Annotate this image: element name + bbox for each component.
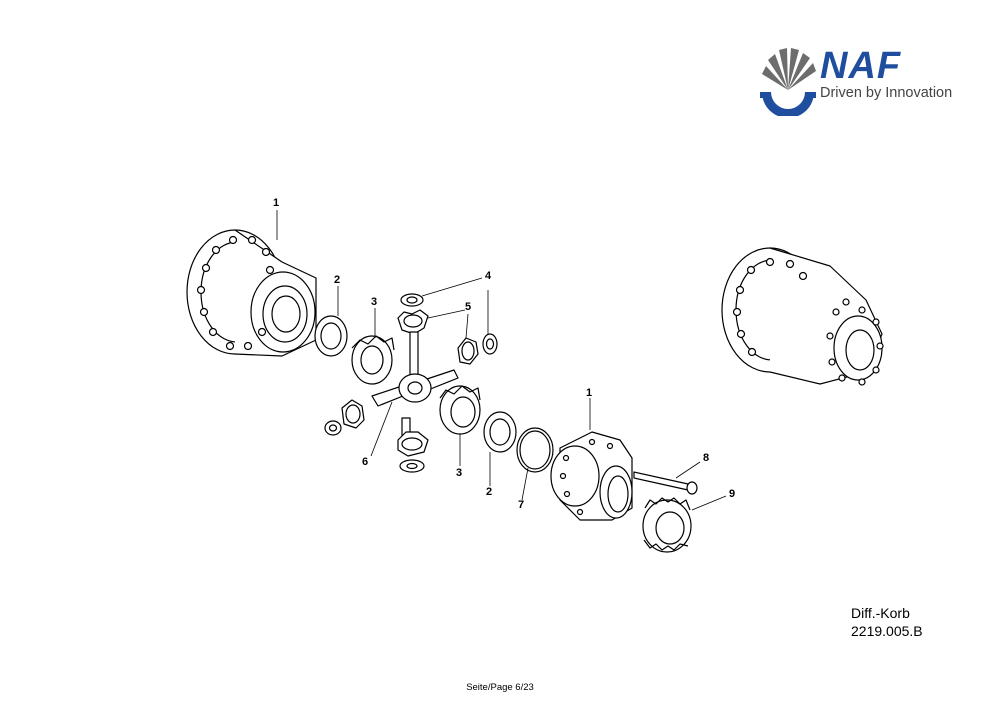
callout-labels: 1 2 3 4 5 6 3 2 7 1 8 9 — [273, 197, 735, 511]
gear-fan-icon — [760, 48, 816, 116]
callout-2-left: 2 — [334, 274, 340, 286]
callout-6: 6 — [362, 456, 368, 468]
caption-title: Diff.-Korb — [851, 605, 910, 621]
thrust-washer-right — [483, 411, 517, 453]
naf-logo: NAF Driven by Innovation — [758, 44, 978, 116]
side-gear-left — [351, 335, 395, 385]
assembled-differential — [721, 247, 884, 386]
callout-3-right: 3 — [456, 467, 462, 479]
housing-half-left — [186, 229, 317, 357]
washer-top — [400, 293, 424, 307]
brand-tagline: Driven by Innovation — [820, 85, 953, 101]
cross-shaft — [371, 331, 459, 445]
housing-half-right — [550, 431, 633, 521]
snap-ring — [516, 427, 554, 473]
callout-3-left: 3 — [371, 296, 377, 308]
side-gear-right — [439, 385, 481, 435]
callout-1-left: 1 — [273, 197, 279, 209]
callout-4: 4 — [485, 270, 492, 282]
washer-right — [482, 333, 498, 355]
callout-8: 8 — [703, 452, 709, 464]
callout-5: 5 — [465, 301, 471, 313]
callout-9: 9 — [729, 488, 735, 500]
thrust-washer-left — [314, 315, 348, 357]
leader-lines — [276, 210, 727, 511]
callout-1-right: 1 — [586, 387, 592, 399]
page-footer: Seite/Page 6/23 — [466, 682, 534, 693]
pinion-top — [397, 309, 429, 335]
brand-name: NAF — [820, 45, 902, 87]
callout-2-right: 2 — [486, 486, 492, 498]
caption-number: 2219.005.B — [851, 623, 923, 639]
ring-gear — [642, 497, 692, 553]
drawing-caption: Diff.-Korb 2219.005.B — [851, 604, 923, 640]
pinion-bottom — [397, 431, 429, 473]
callout-7: 7 — [518, 499, 524, 511]
bolt — [633, 471, 698, 495]
pinion-left — [324, 399, 365, 436]
pinion-right — [457, 337, 479, 365]
